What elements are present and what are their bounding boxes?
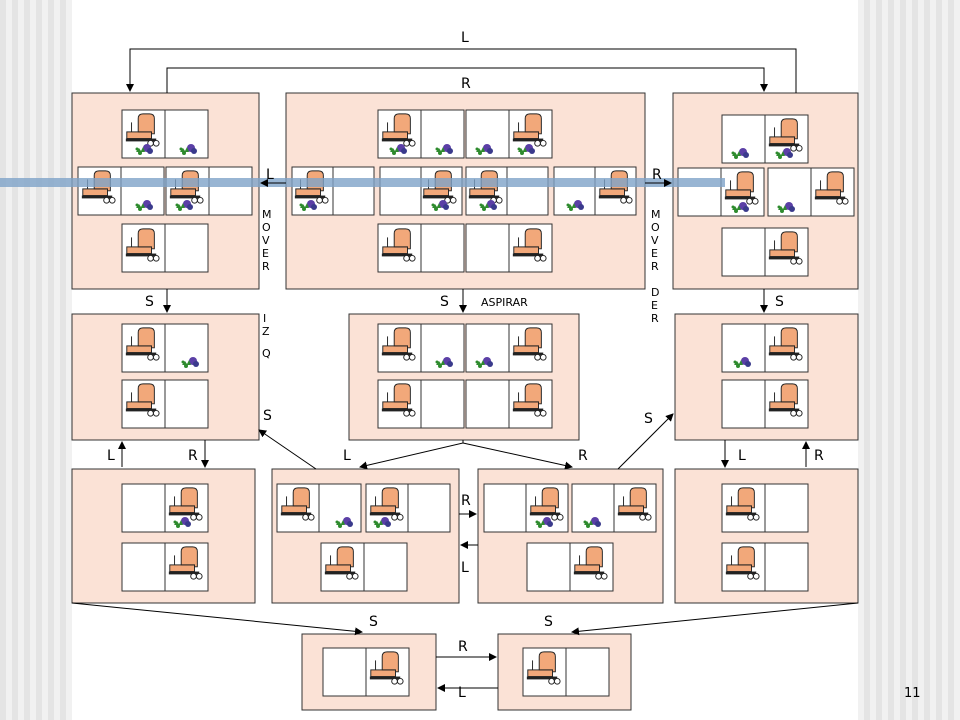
belief-state-1 [71, 92, 260, 290]
belief-state-2 [285, 92, 646, 290]
belief-state-8 [271, 468, 460, 604]
svg-text:R: R [651, 260, 659, 273]
highlight-bar [0, 178, 725, 187]
label-mid-L: L [266, 167, 274, 183]
page-number: 11 [904, 686, 921, 701]
slide-background-stripes-left [0, 0, 72, 720]
label-row4-L-mid: L [461, 560, 469, 576]
svg-text:M: M [651, 208, 661, 221]
svg-text:O: O [262, 221, 271, 234]
belief-state-7 [71, 468, 256, 604]
label-top-R: R [461, 76, 471, 92]
label-bottom-S-left: S [369, 614, 378, 630]
label-top-L: L [461, 30, 469, 46]
label-bottom-R: R [458, 639, 468, 655]
svg-text:R: R [262, 260, 270, 273]
svg-text:E: E [262, 247, 269, 260]
label-s-diag-right: S [644, 411, 653, 427]
label-row3-L-left: L [107, 448, 115, 464]
slide-background-stripes-right [858, 0, 960, 720]
label-s-center: S [440, 294, 449, 310]
label-row3-R-left: R [188, 448, 198, 464]
label-row3-R-right: R [814, 448, 824, 464]
svg-text:V: V [651, 234, 659, 247]
svg-text:Q: Q [262, 347, 271, 360]
belief-state-4 [71, 313, 260, 441]
label-row3-R-center: R [578, 448, 588, 464]
svg-text:R: R [651, 312, 659, 325]
belief-state-9 [477, 468, 664, 604]
label-bottom-S-right: S [544, 614, 553, 630]
label-s-left: S [145, 294, 154, 310]
belief-state-12 [497, 633, 632, 711]
belief-state-5 [348, 313, 580, 441]
belief-state-6 [674, 313, 859, 441]
label-row4-R-mid: R [461, 493, 471, 509]
svg-text:M: M [262, 208, 272, 221]
label-s-right: S [775, 294, 784, 310]
label-s-diag-left: S [263, 408, 272, 424]
svg-text:V: V [262, 234, 270, 247]
label-row3-L-center: L [343, 448, 351, 464]
belief-state-10 [674, 468, 859, 604]
svg-text:E: E [651, 247, 658, 260]
label-row3-L-right: L [738, 448, 746, 464]
label-mid-R: R [652, 167, 662, 183]
belief-state-11 [301, 633, 437, 711]
label-bottom-L: L [458, 685, 466, 701]
svg-text:O: O [651, 221, 660, 234]
transition-arrows [71, 48, 859, 692]
svg-text:I: I [263, 312, 266, 325]
label-mover-izq: M O V E R I Z Q [262, 208, 272, 360]
belief-state-3 [672, 92, 859, 290]
svg-text:D: D [651, 286, 659, 299]
svg-text:E: E [651, 299, 658, 312]
label-aspirar: ASPIRAR [481, 296, 528, 309]
label-mover-der: M O V E R D E R [651, 208, 661, 325]
svg-text:Z: Z [262, 325, 270, 338]
